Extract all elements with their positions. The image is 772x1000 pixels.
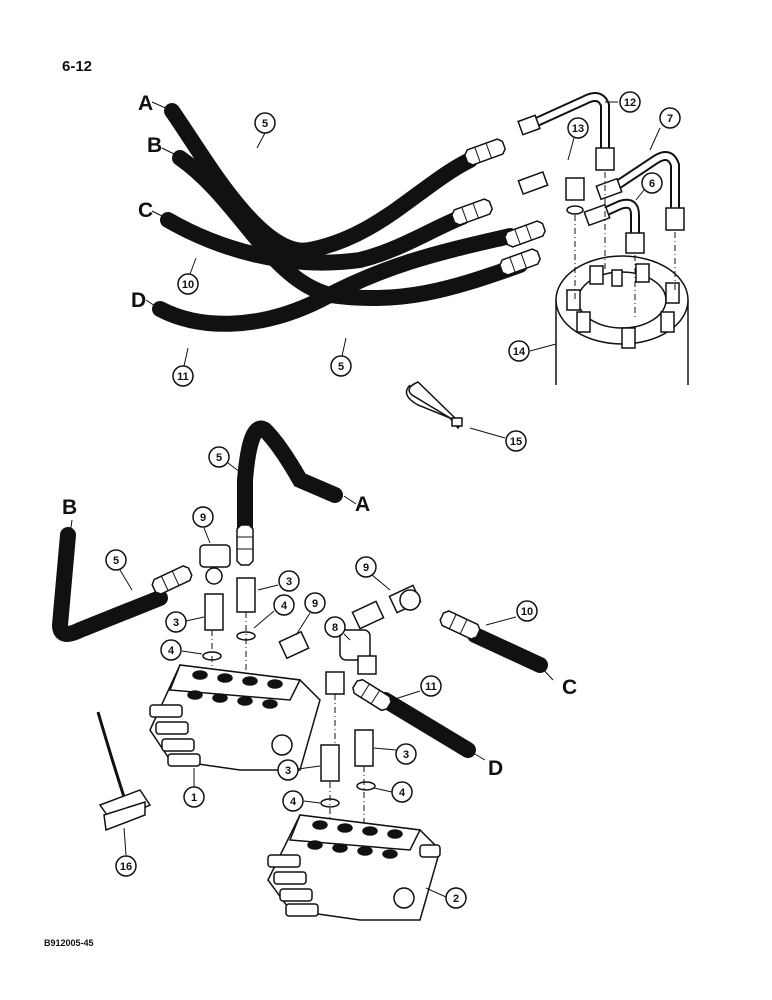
control-valve-2	[267, 814, 441, 921]
callout-9-left-number: 9	[200, 512, 206, 524]
hose-10	[160, 209, 470, 271]
hose-end-label-a-bottom: A	[355, 493, 370, 516]
callout-3-a	[278, 570, 300, 592]
callout-7-number: 7	[667, 113, 673, 125]
callout-3-a-number: 3	[286, 576, 292, 588]
callout-8	[324, 616, 346, 638]
assembly-centerlines	[574, 172, 676, 320]
callout-5-left	[105, 549, 127, 571]
hose-10-lower	[467, 627, 548, 673]
callout-11-top	[172, 365, 194, 387]
callout-14-number: 14	[513, 346, 526, 358]
hose-5-lower-b	[51, 527, 168, 642]
callout-13-number: 13	[572, 123, 584, 135]
callout-4-c-number: 4	[290, 796, 297, 808]
hose-end-label-d-top: D	[131, 289, 146, 312]
callout-15-number: 15	[510, 436, 522, 448]
hose-end-label-c-bottom: C	[562, 676, 577, 699]
hose-strap	[405, 381, 463, 430]
callout-6-number: 6	[649, 178, 655, 190]
hose-11	[152, 228, 518, 332]
callout-3-d-number: 3	[285, 765, 291, 777]
hose-11-lower	[377, 692, 476, 758]
callout-5-lower-number: 5	[216, 452, 222, 464]
callout-12-number: 12	[624, 97, 636, 109]
callout-3-d	[277, 759, 299, 781]
callout-4-d	[391, 781, 413, 803]
callout-3-c-number: 3	[403, 749, 409, 761]
callout-3-c	[395, 743, 417, 765]
hose-end-label-b-top: B	[147, 134, 162, 157]
lower-fittings	[199, 544, 422, 808]
page-number: 6-12	[62, 58, 93, 75]
figure-code: B912005-45	[44, 938, 94, 948]
callout-14	[508, 340, 530, 362]
callout-6	[641, 172, 663, 194]
hose-end-label-b-bottom: B	[62, 496, 77, 519]
callout-16	[115, 855, 137, 877]
callout-1	[183, 786, 205, 808]
callout-16-number: 16	[120, 861, 132, 873]
callout-9-mid-number: 9	[312, 598, 318, 610]
callout-11-top-number: 11	[177, 371, 189, 383]
callout-4-b-number: 4	[168, 645, 175, 657]
leader-lines	[69, 101, 661, 898]
callout-11-bottom-number: 11	[425, 681, 437, 693]
hose-clamp	[96, 711, 152, 832]
callout-11-bottom	[420, 675, 442, 697]
callout-13	[567, 117, 589, 139]
callout-10-top-number: 10	[182, 279, 194, 291]
callout-10-bottom-number: 10	[521, 606, 533, 618]
hose-5-a	[164, 103, 478, 259]
callout-9-right	[355, 556, 377, 578]
callout-4-c	[282, 790, 304, 812]
control-valve-1	[149, 664, 321, 771]
callout-5-top	[254, 112, 276, 134]
callout-5-lower	[208, 446, 230, 468]
callout-2-number: 2	[453, 893, 459, 905]
callout-10-top	[177, 273, 199, 295]
hose-end-label-d-bottom: D	[488, 757, 503, 780]
callout-4-a	[273, 594, 295, 616]
callout-5-mid-number: 5	[338, 361, 344, 373]
hose-5-lower-a	[237, 420, 343, 556]
callout-3-b-number: 3	[173, 617, 179, 629]
callout-15	[505, 430, 527, 452]
callout-4-a-number: 4	[281, 600, 288, 612]
callout-3-b	[165, 611, 187, 633]
callout-4-b	[160, 639, 182, 661]
callout-7	[659, 107, 681, 129]
callout-10-bottom	[516, 600, 538, 622]
callout-2	[445, 887, 467, 909]
callout-5-mid	[330, 355, 352, 377]
rotary-manifold	[555, 255, 689, 385]
callout-9-left	[192, 506, 214, 528]
elbow-fittings-top	[517, 91, 685, 254]
callout-5-top-number: 5	[262, 118, 268, 130]
callout-1-number: 1	[191, 792, 197, 804]
callout-8-number: 8	[332, 622, 338, 634]
hose-end-label-a-top: A	[138, 92, 153, 115]
callout-12	[619, 91, 641, 113]
callout-9-mid	[304, 592, 326, 614]
hose-end-label-c-top: C	[138, 199, 153, 222]
callout-4-d-number: 4	[399, 787, 406, 799]
callout-9-right-number: 9	[363, 562, 369, 574]
callout-5-left-number: 5	[113, 555, 119, 567]
